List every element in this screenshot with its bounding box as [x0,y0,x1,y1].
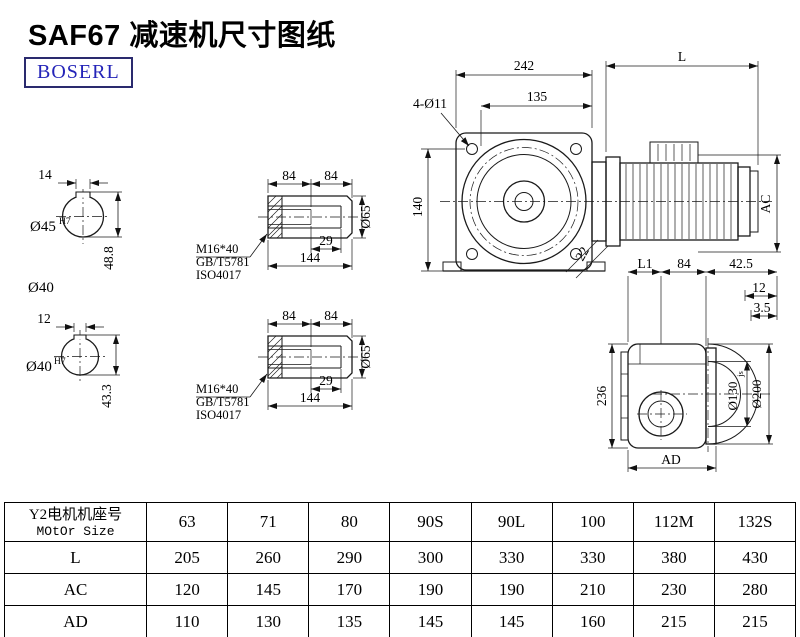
header-label-en: MOtOr Size [36,523,115,539]
row-label: AD [4,605,147,637]
dim-43-3-label: 43.3 [99,384,114,408]
shaft-detail-bottom: 84 84 29 144 Ø65 M16*40 GB/T5781 ISO4017 [196,308,373,422]
table-cell: 145 [227,573,310,606]
dim-144-label: 144 [300,250,321,265]
table-cell: 280 [713,573,797,606]
bolt-spec-line1: M16*40 [196,242,238,256]
dim-140-label: 140 [410,197,425,218]
dim-42-5-label: 42.5 [729,256,753,271]
dim-29-label: 29 [319,373,333,388]
dim-bore-40-tolerance: H7 [54,357,66,367]
bolt-spec-line2: GB/T5781 [196,255,249,269]
shaft-detail-top: 84 84 29 144 Ø65 M16*40 GB/T5781 ISO4017 [196,168,373,282]
table-cell: 205 [145,541,229,574]
table-cell: 160 [551,605,634,637]
dim-d130-label: Ø130 [725,382,740,411]
dim-84-b-label: 84 [324,168,338,183]
bolt-spec-line3: ISO4017 [196,268,241,282]
table-cell: 215 [713,605,797,637]
table-cell: 215 [632,605,715,637]
dim-d65-label: Ø65 [358,205,373,228]
table-cell: 80 [308,502,391,542]
table-cell: 190 [470,573,553,606]
table-cell: 190 [389,573,472,606]
motor-size-header-cell: Y2电机机座号 MOtOr Size [4,502,147,542]
table-cell: 90L [470,502,553,542]
side-view: L1 84 42.5 12 3.5 236 Ø130 js Ø200 [594,256,778,472]
dim-bore-45-tolerance: H7 [59,217,71,227]
dim-144-label: 144 [300,390,321,405]
table-cell: 145 [470,605,553,637]
table-cell: 120 [145,573,229,606]
table-row-L: L 205 260 290 300 330 330 380 430 [4,541,797,574]
dim-3-5-label: 3.5 [754,300,771,315]
dim-84-label: 84 [677,256,691,271]
table-cell: 230 [632,573,715,606]
table-row-AC: AC 120 145 170 190 190 210 230 280 [4,573,797,606]
bolt-spec-line1: M16*40 [196,382,238,396]
dim-242-label: 242 [514,58,534,73]
dim-bolt-holes-label: 4-Ø11 [413,96,447,111]
dim-48-8-label: 48.8 [101,246,116,270]
dim-d65-label: Ø65 [358,345,373,368]
table-cell: 71 [227,502,310,542]
table-cell: 430 [713,541,797,574]
table-cell: 135 [308,605,391,637]
dim-84-a-label: 84 [282,168,296,183]
table-cell: 380 [632,541,715,574]
technical-drawing: 242 L 135 4-Ø11 140 AC 2 [26,49,781,472]
main-view: 242 L 135 4-Ø11 140 AC 2 [410,49,781,279]
brand-logo: BOSERL [24,57,133,88]
table-cell: 63 [145,502,229,542]
bolt-spec-line3: ISO4017 [196,408,241,422]
table-cell: 170 [308,573,391,606]
bolt-spec-line2: GB/T5781 [196,395,249,409]
table-cell: 90S [389,502,472,542]
dim-d200-label: Ø200 [749,380,764,409]
table-cell: 260 [227,541,310,574]
dim-135-label: 135 [527,89,548,104]
dim-236-label: 236 [594,386,609,407]
row-label: L [4,541,147,574]
dim-bore-40-label: Ø40 [26,359,52,375]
dim-14-label: 14 [38,167,52,182]
table-cell: 112M [632,502,715,542]
row-label: AC [4,573,147,606]
table-cell: 210 [551,573,634,606]
table-cell: 100 [551,502,634,542]
table-header-row: Y2电机机座号 MOtOr Size 63 71 80 90S 90L 100 … [4,502,797,542]
dim-AC-label: AC [758,195,773,214]
dim-12-key-label: 12 [37,311,51,326]
shaft-diameter-40-label: Ø40 [28,280,54,296]
table-cell: 132S [713,502,797,542]
dim-84-b-label: 84 [324,308,338,323]
table-cell: 330 [551,541,634,574]
motor-dimension-table: Y2电机机座号 MOtOr Size 63 71 80 90S 90L 100 … [4,502,797,637]
table-cell: 110 [145,605,229,637]
shaft-end-view-bottom: 12 Ø40 H7 43.3 [26,311,120,408]
table-cell: 145 [389,605,472,637]
dim-L1-label: L1 [638,256,653,271]
table-cell: 300 [389,541,472,574]
shaft-end-view-top: 14 Ø45 H7 48.8 [30,167,122,270]
dim-L-label: L [678,49,686,64]
page-title: SAF67 减速机尺寸图纸 [28,20,336,52]
dim-AD-label: AD [661,452,681,467]
header-label-cn: Y2电机机座号 [28,506,123,523]
dim-12-label: 12 [752,280,766,295]
table-row-AD: AD 110 130 135 145 145 160 215 215 [4,605,797,637]
dim-d130-tolerance: js [735,371,745,378]
dim-29-label: 29 [319,233,333,248]
table-cell: 130 [227,605,310,637]
dim-84-a-label: 84 [282,308,296,323]
dim-22-label: 22 [572,244,592,263]
dim-bore-45-label: Ø45 [30,219,56,235]
table-cell: 290 [308,541,391,574]
table-cell: 330 [470,541,553,574]
